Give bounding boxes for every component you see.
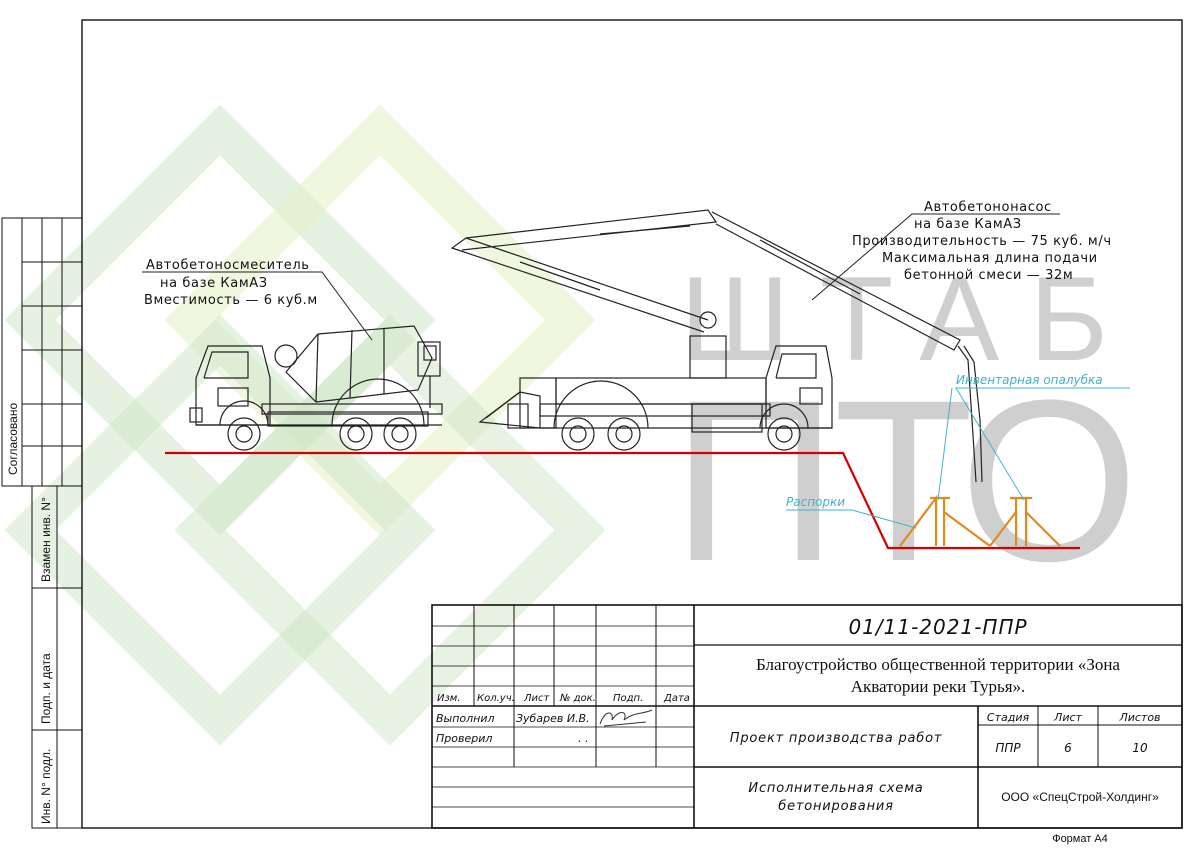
signature-scribble <box>599 709 653 727</box>
sheet-header: Лист <box>1053 711 1082 724</box>
mixer-label-3: Вместимость — 6 куб.м <box>144 293 318 308</box>
checked-label: Проверил <box>436 732 492 745</box>
mixer-label-2: на базе КамАЗ <box>160 276 268 291</box>
watermark-text-1: ШТАБ <box>680 252 1138 386</box>
side-stamp-sign-date: Подп. и дата <box>39 653 53 724</box>
rev-header-list: Лист <box>523 693 551 704</box>
mixer-label-1: Автобетоносмеситель <box>146 258 310 273</box>
rev-header-sign: Подп. <box>613 693 643 704</box>
side-stamp-replaced-inv: Взамен инв. N° <box>39 497 53 582</box>
side-stamp-inv-orig: Инв. N° подл. <box>39 749 53 824</box>
object-title-line-2: Акватории реки Турья». <box>851 677 1026 696</box>
side-stamp <box>1 217 83 829</box>
pump-label-3: Производительность — 75 куб. м/ч <box>852 234 1112 249</box>
pump-truck <box>450 209 983 483</box>
stage-value: ППР <box>995 741 1021 755</box>
ground-line <box>165 451 1080 550</box>
document-code: 01/11-2021-ППР <box>848 615 1027 639</box>
watermark: ШТАБ ПТО <box>4 104 1138 746</box>
checked-mark: . . <box>578 732 589 745</box>
sheets-total: 10 <box>1132 741 1148 755</box>
formwork-label: Инвентарная опалубка <box>956 373 1103 387</box>
performed-name: Зубарев И.В. <box>516 712 590 725</box>
rev-header-date: Дата <box>663 693 690 704</box>
leader-lines <box>142 213 1130 529</box>
rev-header-izm: Изм. <box>437 693 461 704</box>
formwork <box>899 494 1061 547</box>
performed-label: Выполнил <box>436 712 495 725</box>
stage-header: Стадия <box>987 711 1030 724</box>
struts-label: Распорки <box>786 495 845 509</box>
watermark-pattern <box>4 104 606 746</box>
format-label: Формат А4 <box>1052 833 1108 845</box>
pump-label-2: на базе КамАЗ <box>914 217 1022 232</box>
watermark-text-2: ПТО <box>672 352 1134 609</box>
object-title-line-1: Благоустройство общественной территории … <box>756 655 1120 674</box>
mixer-truck <box>189 325 443 451</box>
sheet-name-line-2: бетонирования <box>778 799 894 814</box>
project-name: Проект производства работ <box>730 731 942 746</box>
title-block <box>431 604 1183 829</box>
pump-label-5: бетонной смеси — 32м <box>904 268 1073 283</box>
company-name: ООО «СпецСтрой-Холдинг» <box>1001 790 1159 804</box>
rev-header-kol: Кол.уч. <box>477 693 515 704</box>
side-stamp-agreed: Согласовано <box>6 403 20 475</box>
pump-label-4: Максимальная длина подачи <box>882 251 1098 266</box>
sheets-header: Листов <box>1118 711 1160 724</box>
rev-header-doc: № док. <box>559 693 596 704</box>
sheet-name-line-1: Исполнительная схема <box>748 781 923 796</box>
sheet-number: 6 <box>1064 741 1072 755</box>
pump-label-1: Автобетононасос <box>924 200 1052 215</box>
